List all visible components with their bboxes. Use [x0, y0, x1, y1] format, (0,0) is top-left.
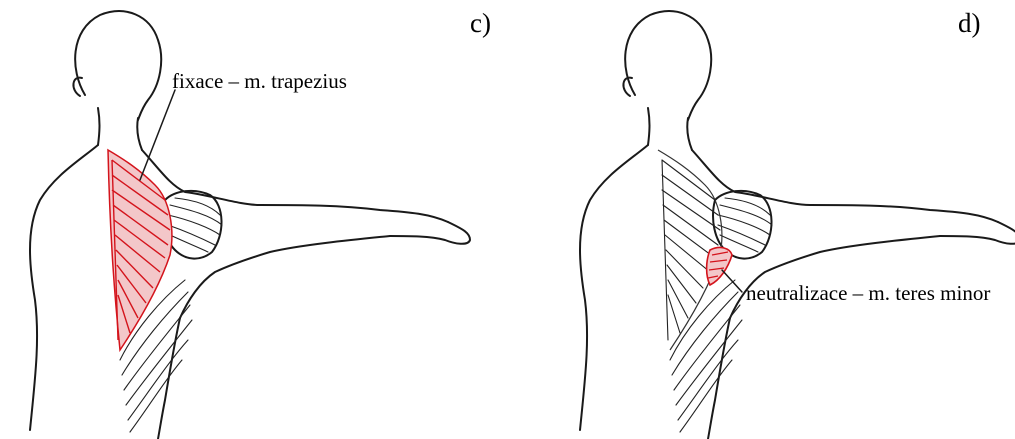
- panel-c-back-outline: [30, 145, 98, 430]
- panel-d-head: [625, 11, 711, 120]
- panel-d-teres-minor-highlight: [707, 248, 732, 285]
- panel-c-head: [75, 11, 161, 120]
- panel-c-side: [158, 318, 180, 439]
- panel-d: neutralizace – m. teres minor d): [580, 8, 1015, 439]
- panel-d-neck: [648, 108, 692, 150]
- panel-c-label: fixace – m. trapezius: [172, 69, 347, 93]
- panel-d-arm-top: [692, 150, 998, 222]
- panel-c-arm-top: [142, 150, 448, 222]
- panel-d-letter: d): [958, 8, 981, 38]
- panel-d-arm-bottom: [730, 236, 940, 318]
- panel-c-neck: [98, 108, 142, 150]
- panel-d-label: neutralizace – m. teres minor: [746, 281, 990, 305]
- panel-d-side: [708, 318, 730, 439]
- panel-d-hand: [940, 222, 1015, 244]
- panel-c: fixace – m. trapezius c): [30, 8, 491, 439]
- panel-c-arm-bottom: [180, 236, 390, 318]
- panel-c-hand: [390, 222, 470, 244]
- panel-c-letter: c): [470, 8, 491, 38]
- panel-d-back-outline: [580, 145, 648, 430]
